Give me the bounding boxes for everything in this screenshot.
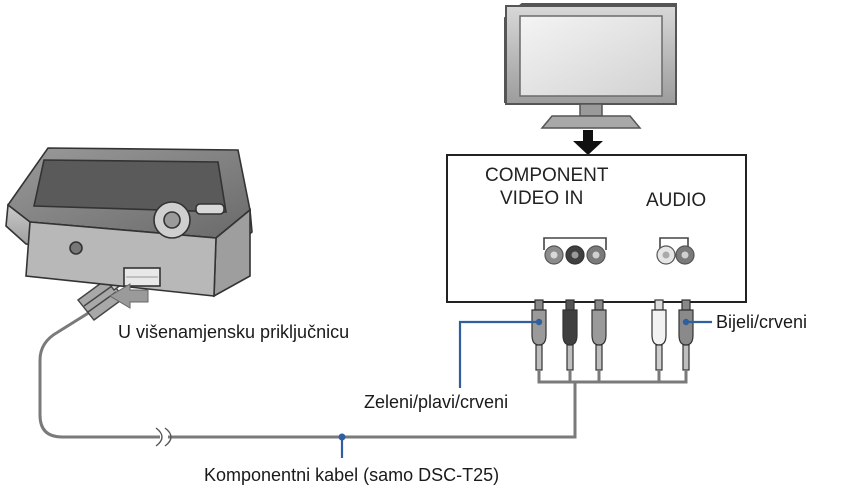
down-arrow-icon [573, 130, 603, 155]
video-plugs [531, 299, 607, 371]
component-cable [38, 310, 348, 447]
video-plugs-callout: Zeleni/plavi/crveni [364, 392, 509, 412]
component-label-line2: VIDEO IN [500, 188, 584, 209]
component-label-line1: COMPONENT [485, 165, 609, 186]
callout-dot [682, 318, 690, 326]
plug-arrow-icon [109, 283, 149, 309]
audio-label: AUDIO [646, 190, 707, 211]
audio-jacks [656, 237, 695, 265]
component-jacks [543, 237, 607, 265]
callout-dot [535, 318, 543, 326]
cable-callout: Komponentni kabel (samo DSC-T25) [204, 465, 500, 485]
multi-connector-callout: U višenamjensku priključnicu [118, 322, 350, 342]
audio-plugs [651, 299, 694, 371]
plug-cables [348, 370, 688, 439]
audio-plugs-callout: Bijeli/crveni [716, 312, 808, 332]
callout-dot [338, 433, 346, 441]
camera-icon [5, 147, 253, 298]
tv-icon [504, 3, 677, 129]
